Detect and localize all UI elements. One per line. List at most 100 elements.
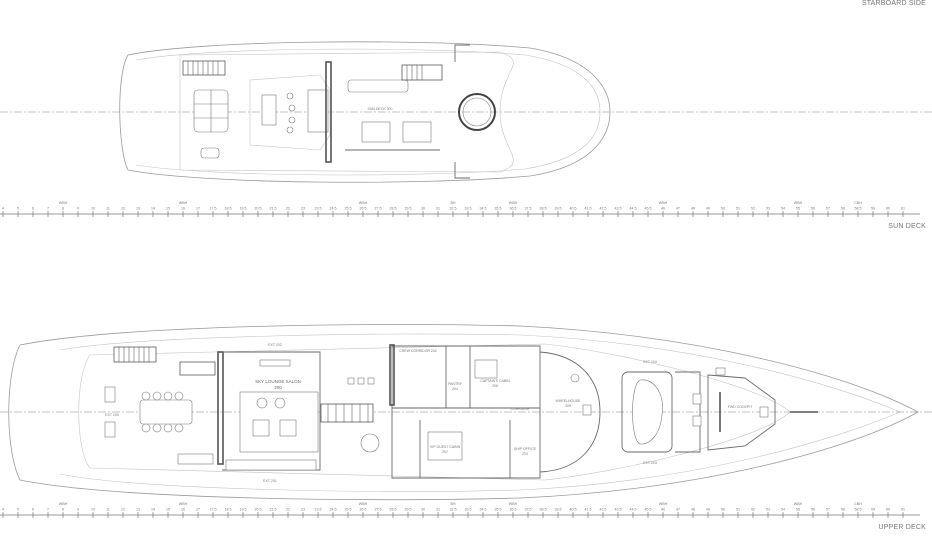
- ruler-tick-label: 34.5: [480, 508, 487, 512]
- room-label-ext-203: EXT 203: [643, 461, 657, 465]
- room-label-ext-201: EXT 201: [263, 479, 277, 483]
- ruler-tick-label: 25.5: [345, 207, 352, 211]
- ruler-tick-label: 57: [826, 508, 830, 512]
- ruler-tick-label: 11: [106, 207, 110, 211]
- ruler-tick-label: 27.5: [375, 207, 382, 211]
- ruler-tick-label: 26.5: [360, 207, 367, 211]
- bulkhead-label: WBH: [359, 201, 368, 205]
- ruler-tick-label: 18.5: [225, 508, 232, 512]
- ruler-tick-label: 39.5: [555, 508, 562, 512]
- ruler-tick-label: 43.5: [615, 508, 622, 512]
- room-label-pantry: PANTRY: [448, 382, 463, 386]
- ruler-tick-label: 45.5: [645, 508, 652, 512]
- bulkhead-label: BH: [451, 201, 456, 205]
- ruler-tick-label: 29.5: [405, 508, 412, 512]
- ruler-tick-label: 17.5: [210, 207, 217, 211]
- ruler-tick-label: 7: [47, 207, 49, 211]
- room-label-wheelhouse-number: 209: [565, 404, 571, 408]
- bulkhead-label: WBH: [794, 502, 803, 506]
- ruler-tick-label: 60: [886, 207, 890, 211]
- bulkhead-label: WBH: [659, 502, 668, 506]
- room-label-pantry-number: 204: [452, 387, 458, 391]
- sun-deck-title: SUN DECK: [888, 223, 926, 230]
- ruler-tick-label: 23: [301, 508, 305, 512]
- ruler-tick-label: 20.5: [255, 207, 262, 211]
- ruler-tick-label: 56: [811, 508, 815, 512]
- ruler-tick-label: 17.5: [210, 508, 217, 512]
- ruler-tick-label: 61: [901, 508, 905, 512]
- room-label-sun-deck: SUN DECK 300: [368, 107, 393, 111]
- ruler-tick-label: 41.5: [585, 508, 592, 512]
- room-label-ship-office-number: 210: [522, 452, 528, 456]
- ruler-tick-label: 58.5: [855, 508, 862, 512]
- room-label-ext-200: EXT 200: [105, 413, 119, 417]
- ruler-tick-label: 58: [841, 207, 845, 211]
- ruler-tick-label: 56: [811, 207, 815, 211]
- room-label-fwd-cockpit: FWD COCKPIT: [728, 405, 753, 409]
- ruler-tick-label: 33.5: [465, 207, 472, 211]
- ruler-tick-label: 49: [706, 508, 710, 512]
- ruler-tick-label: 17: [196, 508, 200, 512]
- ruler-tick-label: 51: [736, 508, 740, 512]
- ruler-tick-label: 9: [77, 207, 79, 211]
- ruler-tick-label: 42.5: [600, 508, 607, 512]
- bulkhead-label: WBH: [59, 502, 68, 506]
- ruler-tick-label: 32.5: [450, 508, 457, 512]
- ruler-tick-label: 15: [166, 207, 170, 211]
- ruler-tick-label: 50: [721, 207, 725, 211]
- ruler-tick-label: 23.5: [315, 508, 322, 512]
- ruler-tick-label: 45.5: [645, 207, 652, 211]
- ruler-tick-label: 25.5: [345, 508, 352, 512]
- ruler-tick-label: 13: [136, 207, 140, 211]
- ruler-tick-label: 18.5: [225, 207, 232, 211]
- ruler-tick-label: 44.5: [630, 207, 637, 211]
- ruler-tick-label: 5: [17, 207, 19, 211]
- upper-deck-plan: EXT 200 SKY LOUNGE SALON 200 EXT 202 EXT…: [0, 324, 932, 501]
- ruler-tick-label: 34.5: [480, 207, 487, 211]
- ruler-tick-label: 22: [286, 508, 290, 512]
- ruler-tick-label: 16: [181, 508, 185, 512]
- ruler-tick-label: 22: [286, 207, 290, 211]
- ruler-tick-label: 48: [691, 508, 695, 512]
- room-label-ext-204: EXT 204: [643, 360, 657, 364]
- ruler-tick-label: 47: [676, 508, 680, 512]
- upper-deck-title: UPPER DECK: [878, 524, 926, 531]
- ruler-tick-label: 6: [32, 508, 34, 512]
- bulkhead-label: WBH: [59, 201, 68, 205]
- ruler-tick-label: 58.5: [855, 207, 862, 211]
- ruler-tick-label: 28.5: [390, 508, 397, 512]
- room-label-captains-cabin-number: 206: [492, 384, 498, 388]
- ruler-tick-label: 35.5: [495, 207, 502, 211]
- bulkhead-label: WBH: [359, 502, 368, 506]
- ruler-tick-label: 35.5: [495, 508, 502, 512]
- ruler-tick-label: 4: [2, 508, 4, 512]
- ruler-tick-label: 61: [901, 207, 905, 211]
- ruler-tick-label: 30: [421, 207, 425, 211]
- ruler-tick-label: 59: [871, 207, 875, 211]
- bulkhead-label: WBH: [509, 502, 518, 506]
- ruler-tick-label: 21.5: [270, 207, 277, 211]
- ruler-tick-label: 41.5: [585, 207, 592, 211]
- ruler-tick-label: 8: [62, 207, 64, 211]
- ruler-tick-label: 54: [781, 207, 785, 211]
- ruler-tick-label: 19.5: [240, 508, 247, 512]
- bulkhead-label: WBH: [794, 201, 803, 205]
- ruler-tick-label: 52: [751, 508, 755, 512]
- ruler-tick-label: 9: [77, 508, 79, 512]
- ruler-tick-label: 21.5: [270, 508, 277, 512]
- ruler-tick-label: 23: [301, 207, 305, 211]
- ruler-tick-label: 46: [661, 207, 665, 211]
- ruler-tick-label: 47: [676, 207, 680, 211]
- ruler-tick-label: 36.5: [510, 508, 517, 512]
- ruler-tick-label: 59: [871, 508, 875, 512]
- ruler-tick-label: 49: [706, 207, 710, 211]
- ruler-tick-label: 32.5: [450, 207, 457, 211]
- ruler-tick-label: 38.5: [540, 508, 547, 512]
- bulkhead-label: WBH: [659, 201, 668, 205]
- ruler-tick-label: 31: [436, 207, 440, 211]
- ruler-tick-label: 10: [91, 508, 95, 512]
- ruler-tick-label: 17: [196, 207, 200, 211]
- ruler-tick-label: 43.5: [615, 207, 622, 211]
